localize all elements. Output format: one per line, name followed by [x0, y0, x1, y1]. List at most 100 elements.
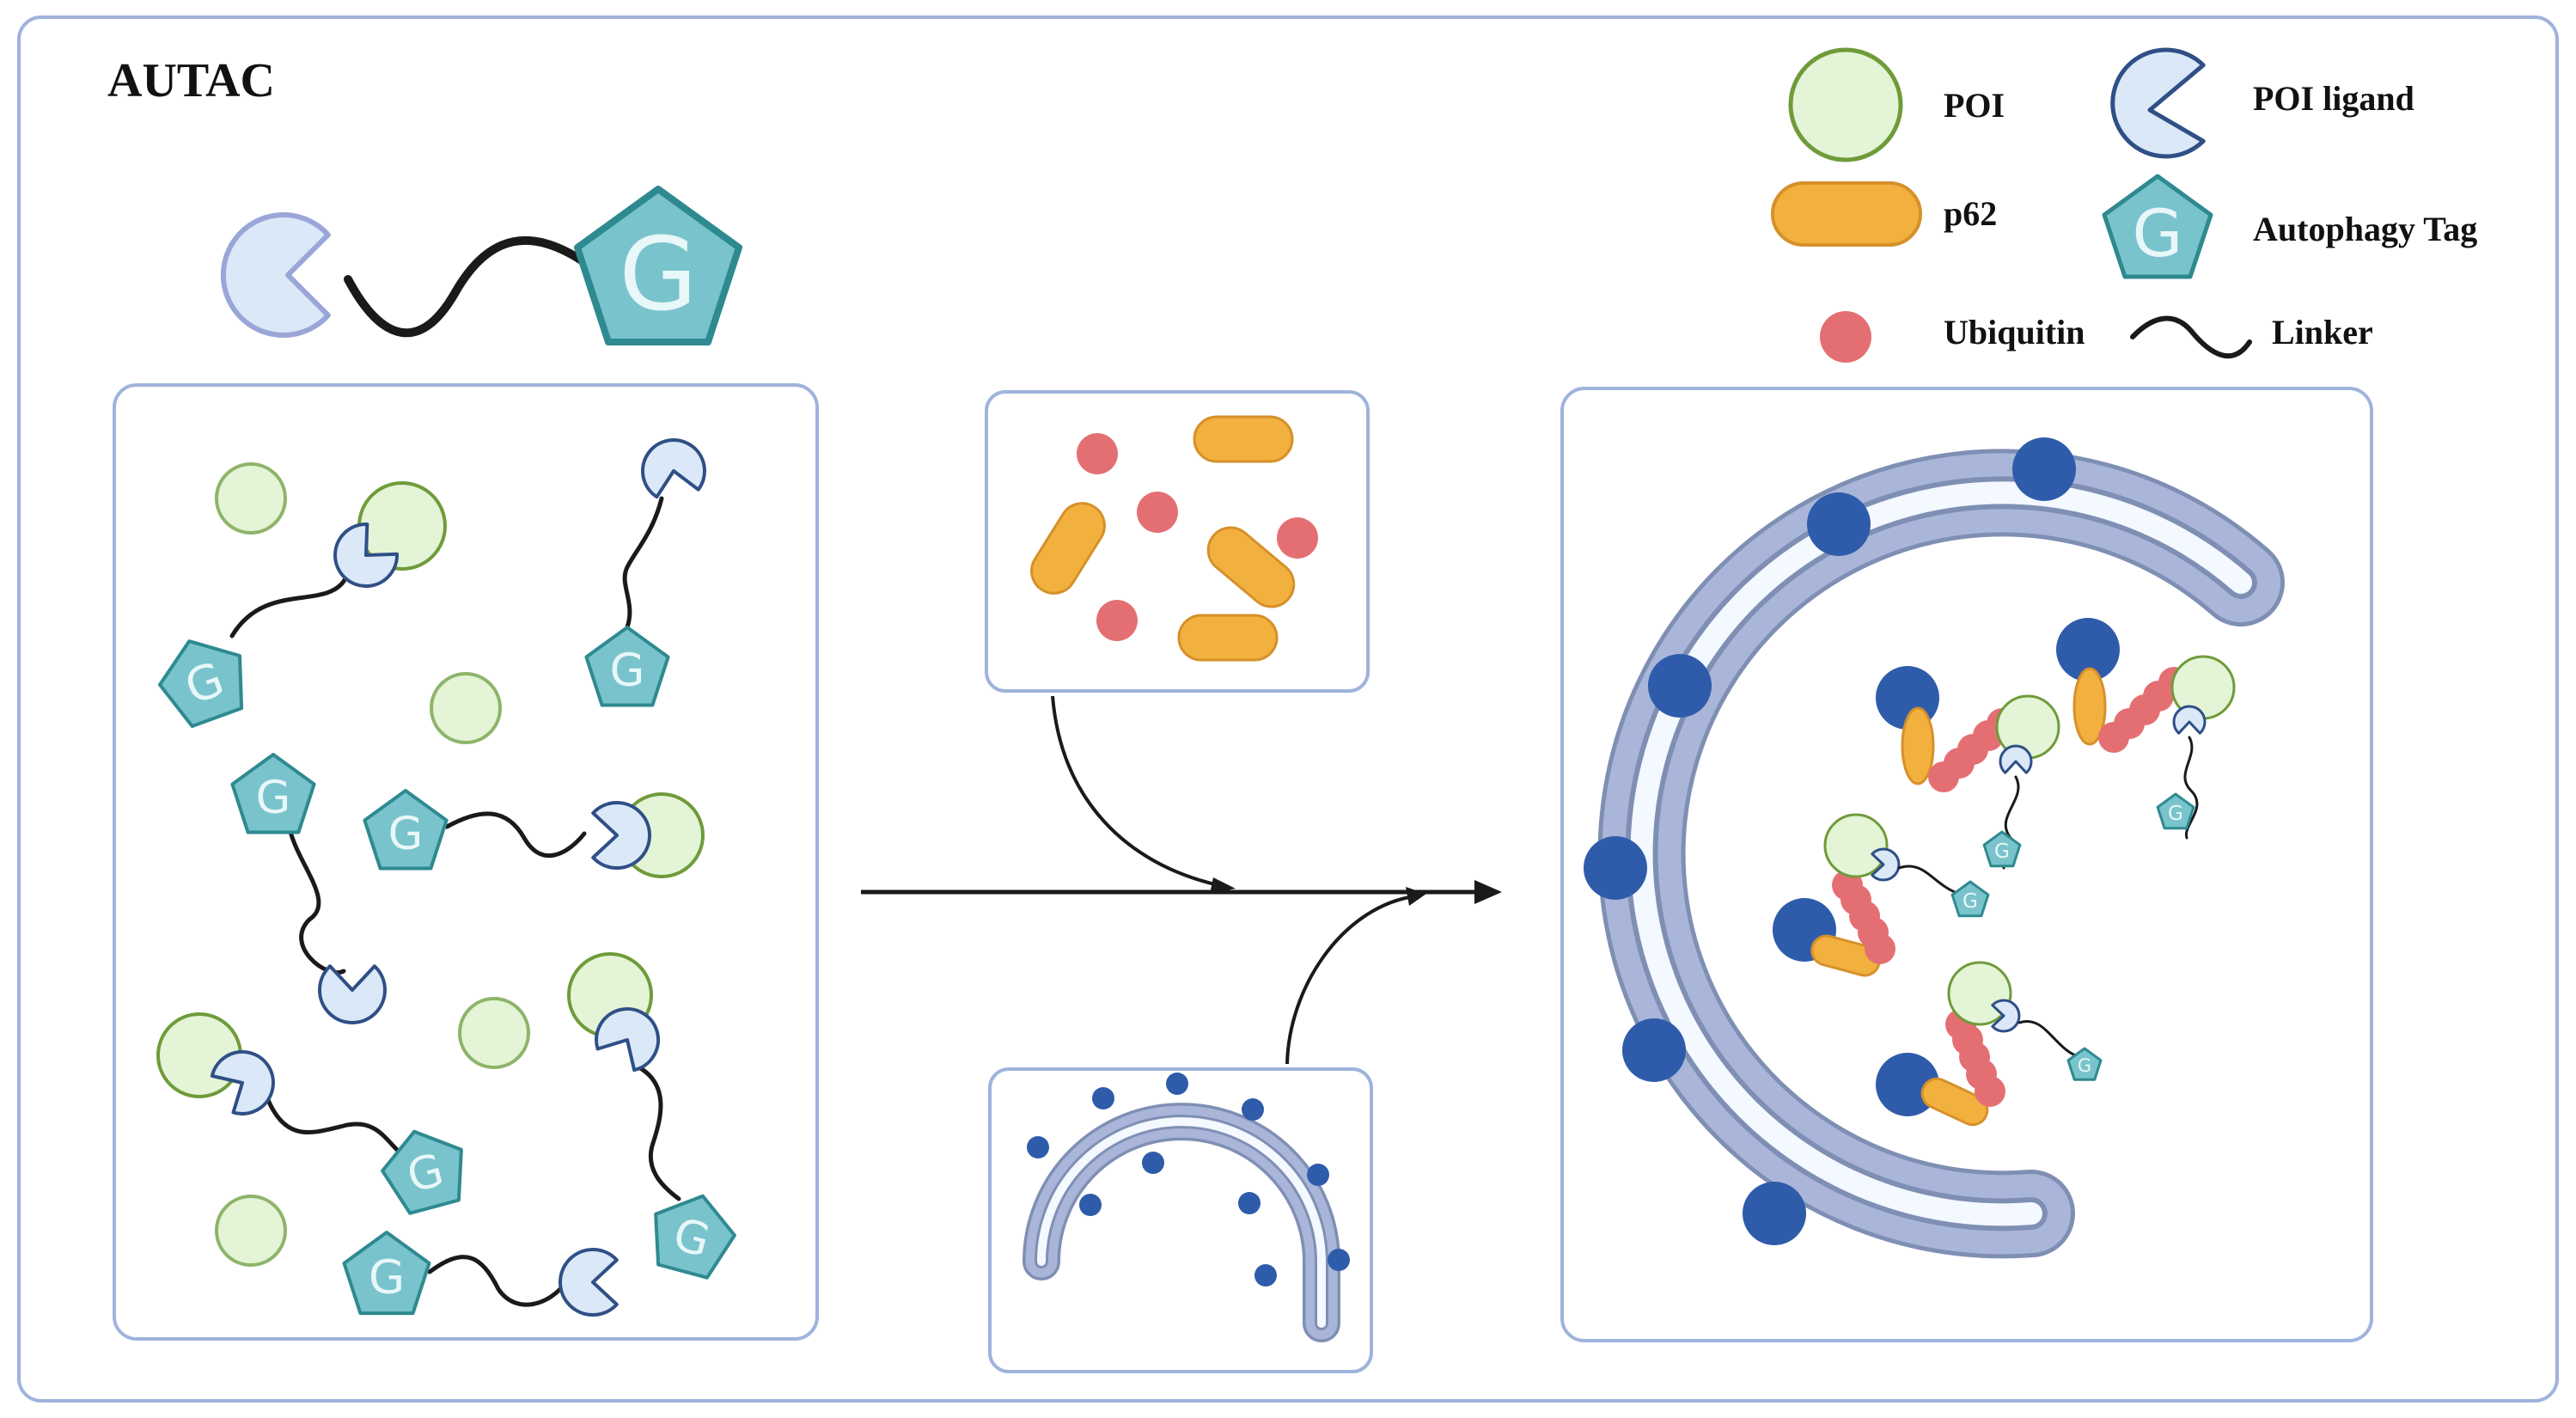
poi-ligand-icon: [2172, 705, 2207, 735]
poi-ligand-icon: [318, 964, 387, 1025]
poi-ligand-icon: [333, 522, 400, 588]
legend-autophagy-tag-label: Autophagy Tag: [2253, 210, 2477, 248]
lc3-icon: [2056, 618, 2120, 681]
ubiquitin-icon: [1137, 492, 1178, 533]
autophagy-tag-icon: [230, 753, 316, 834]
autac-tag-letter: G: [619, 215, 697, 333]
legend-p62-icon: [1771, 181, 1922, 247]
phagophore-small: [1022, 1103, 1340, 1342]
poi-ligand-icon: [1999, 744, 2033, 774]
tag-letter: G: [2168, 803, 2183, 825]
autophagy-tag-icon: [342, 1231, 431, 1316]
linker: [288, 829, 346, 975]
free-poi: [458, 997, 530, 1069]
captured-complexes: G G G G: [1810, 655, 2236, 1127]
lc3-icon: [1242, 1098, 1264, 1121]
autophagy-tag-icon: [2156, 792, 2195, 830]
main-arrow-head: [1474, 880, 1502, 904]
autophagy-tag-icon: [381, 1129, 463, 1215]
top-merge-arrow: [1051, 695, 1219, 887]
ubiquitin-icon: [1077, 433, 1118, 474]
tag-letter: G: [610, 645, 645, 697]
lc3-icon: [1807, 492, 1871, 556]
autophagy-tag-icon: [158, 639, 244, 728]
process-arrows: [861, 695, 1502, 1065]
autophagy-tag-icon: [363, 789, 449, 871]
top-merge-arrow-head: [1210, 877, 1236, 894]
p62-icon: [2072, 667, 2107, 746]
autac-poi-ligand-icon: [220, 212, 331, 338]
poi-ligand-icon: [1871, 847, 1901, 882]
autophagy-tag-icon: [2066, 1047, 2103, 1081]
p62-icon: [1901, 706, 1935, 785]
autac-molecule: G: [220, 186, 742, 345]
lc3-icon: [1648, 654, 1712, 718]
lc3-icon: [1166, 1073, 1188, 1095]
legend-linker-label: Linker: [2272, 313, 2373, 351]
linker: [444, 811, 587, 858]
lc3-icon: [1622, 1018, 1686, 1082]
linker: [1897, 865, 1961, 895]
p62-icon: [1206, 526, 1296, 608]
lc3-icon: [1142, 1152, 1164, 1174]
poi-ligand-icon: [591, 801, 652, 870]
lc3-icon: [1092, 1087, 1114, 1109]
bottom-merge-arrow-head: [1406, 887, 1426, 906]
linker: [2017, 1019, 2081, 1059]
lc3-icon: [1584, 836, 1647, 900]
linker: [622, 496, 664, 630]
poi-ligand-icon: [210, 1049, 275, 1115]
lc3-icon: [2012, 437, 2076, 501]
tag-letter: G: [2078, 1055, 2091, 1076]
legend-linker-icon: [2130, 315, 2252, 359]
legend: POI POI ligand p62 G Autophagy Tag Ubiqu…: [1771, 47, 2477, 363]
autophagy-tag-icon: [584, 626, 670, 707]
poi-icon: [1823, 813, 1889, 878]
p62-ubiquitin-contents: [1030, 415, 1318, 662]
linker: [262, 1089, 406, 1158]
bottom-merge-arrow: [1285, 895, 1410, 1065]
legend-ubiquitin-icon: [1820, 311, 1871, 363]
autac-linker: [344, 235, 589, 338]
linker: [633, 1063, 681, 1201]
lc3-icon: [1238, 1192, 1261, 1214]
tag-letter: G: [256, 772, 291, 824]
legend-poi-icon: [1788, 47, 1903, 162]
poi-ligand-icon: [1991, 999, 2021, 1033]
autophagy-tag-icon: [1982, 830, 2022, 868]
p62-icon: [1193, 415, 1294, 463]
p62-icon: [1920, 1077, 1989, 1127]
lc3-icon: [1328, 1249, 1350, 1271]
left-panel: [113, 383, 819, 1341]
autophagy-tag-icon: [1950, 880, 1990, 918]
free-poi: [215, 462, 287, 535]
tag-letter: G: [1963, 890, 1978, 913]
legend-ubiquitin-label: Ubiquitin: [1944, 313, 2085, 351]
poi-ligand-icon: [641, 438, 706, 499]
tag-letter: G: [388, 808, 424, 860]
lc3-icon: [1079, 1194, 1102, 1216]
diagram-title: AUTAC: [107, 54, 275, 107]
ubiquitin-icon: [1096, 600, 1138, 641]
linker: [427, 1255, 570, 1307]
legend-p62-label: p62: [1944, 194, 1997, 233]
autophagy-tag-icon: [654, 1194, 736, 1280]
p62-icon: [1810, 934, 1881, 977]
tag-letter: G: [1994, 840, 2010, 863]
autac-autophagy-tag-icon: [574, 186, 742, 345]
p62-icon: [1030, 502, 1106, 595]
legend-poi-ligand-icon: [2110, 47, 2206, 159]
p62-icon: [1177, 614, 1279, 662]
free-poi: [215, 1195, 287, 1267]
linker: [2183, 736, 2199, 840]
legend-tag-letter: G: [2133, 195, 2183, 272]
tag-letter: G: [369, 1250, 405, 1305]
poi-ligand-icon: [595, 1007, 661, 1073]
legend-autophagy-tag-icon: [2102, 174, 2213, 279]
lc3-icon: [1743, 1182, 1806, 1245]
free-poi: [430, 672, 502, 744]
legend-poi-label: POI: [1944, 86, 2005, 125]
lc3-icon: [1027, 1136, 1049, 1158]
